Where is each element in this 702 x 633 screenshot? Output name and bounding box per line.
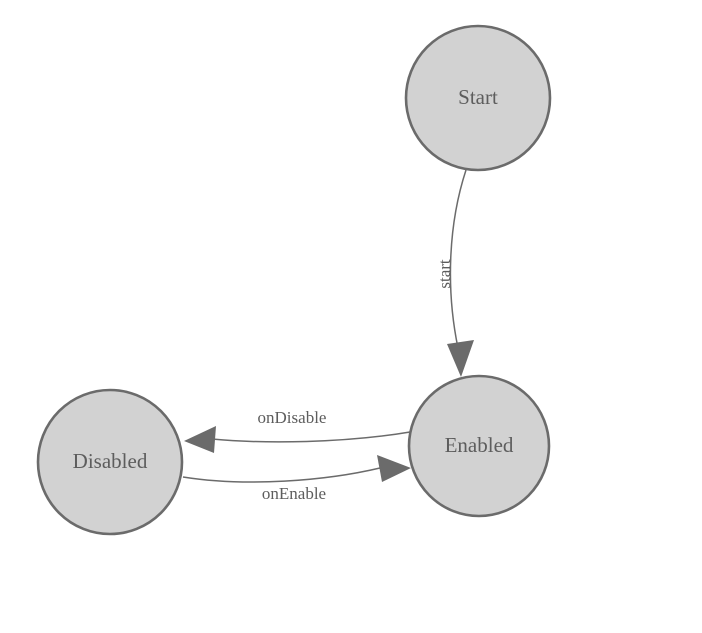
edge-start-to-enabled[interactable]: start: [435, 169, 474, 377]
node-enabled-label: Enabled: [445, 433, 514, 457]
edge-disabled-to-enabled-path: [182, 467, 381, 483]
edge-label-start: start: [435, 259, 454, 289]
node-disabled-label: Disabled: [73, 449, 148, 473]
node-enabled-circle[interactable]: [407, 374, 551, 518]
node-enabled[interactable]: Enabled: [407, 374, 551, 518]
node-disabled[interactable]: Disabled: [36, 388, 184, 536]
edge-label-on-disable: onDisable: [258, 408, 327, 427]
edge-enabled-to-disabled-path: [211, 431, 411, 443]
edge-enabled-to-disabled-arrowhead: [184, 426, 216, 453]
edge-start-to-enabled-arrowhead: [447, 340, 474, 377]
node-start-label: Start: [458, 85, 498, 109]
node-disabled-circle[interactable]: [36, 388, 184, 536]
node-start-circle[interactable]: [404, 24, 552, 172]
edge-disabled-to-enabled[interactable]: onEnable: [182, 455, 411, 503]
edge-enabled-to-disabled[interactable]: onDisable: [184, 408, 411, 453]
edge-disabled-to-enabled-arrowhead: [377, 455, 411, 482]
node-start[interactable]: Start: [404, 24, 552, 172]
edge-start-to-enabled-path: [449, 169, 467, 349]
edge-label-on-enable: onEnable: [262, 484, 326, 503]
